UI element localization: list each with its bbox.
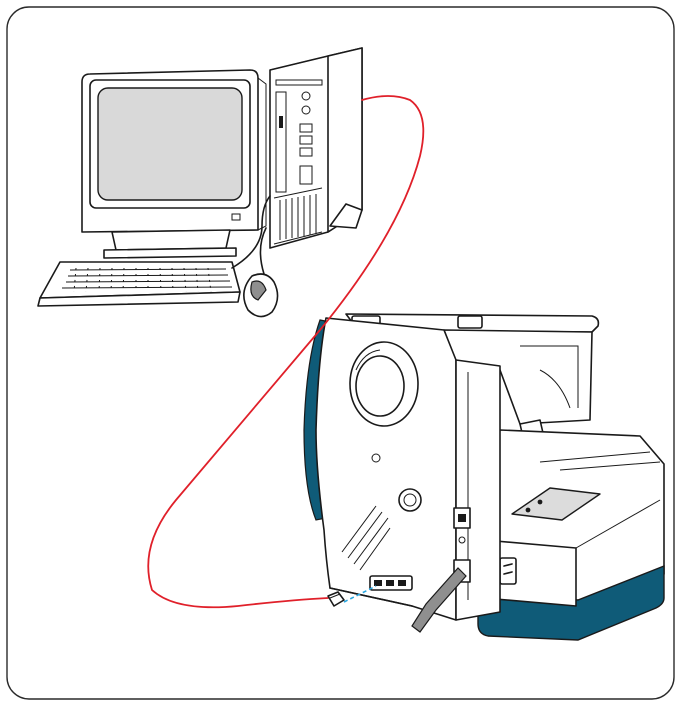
tower-case xyxy=(270,48,362,248)
handwheel[interactable] xyxy=(350,342,418,426)
computer xyxy=(38,48,362,317)
monitor-screen xyxy=(98,88,242,200)
keyboard xyxy=(38,262,240,306)
usb-plug xyxy=(328,592,344,606)
monitor xyxy=(82,70,266,258)
speed-knob[interactable] xyxy=(399,489,421,511)
power-switch[interactable] xyxy=(454,508,470,528)
usb-ports xyxy=(370,576,412,590)
sewing-machine xyxy=(304,314,664,640)
